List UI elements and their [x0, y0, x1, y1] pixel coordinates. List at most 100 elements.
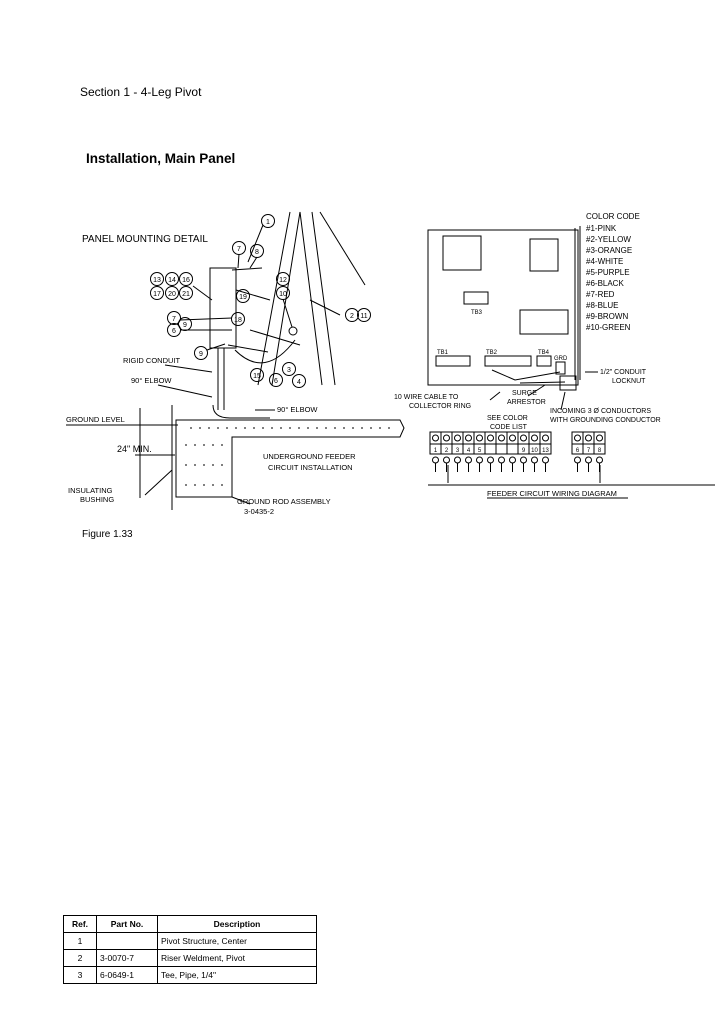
terminal-screw-cell [593, 431, 606, 445]
cable-label-b: COLLECTOR RING [409, 403, 471, 410]
svg-text:16: 16 [182, 277, 190, 284]
terminal-number: 5 [478, 448, 482, 454]
terminal-screw-cell [571, 431, 584, 445]
terminal-screw-cell [506, 431, 519, 445]
ground-rod-label: GROUND ROD ASSEMBLY [237, 497, 331, 506]
callout-10: 10 [276, 286, 290, 300]
callout-4: 4 [292, 374, 306, 388]
table-row: 2 3-0070-7 Riser Weldment, Pivot [63, 949, 317, 967]
svg-text:15: 15 [253, 373, 261, 380]
depth-label: 24" MIN. [117, 444, 152, 454]
cable-label-a: 10 WIRE CABLE TO [394, 394, 459, 401]
callout-20: 20 [165, 286, 179, 300]
leader-lines [135, 364, 275, 505]
terminal-screw-cell [462, 431, 475, 445]
terminal-screw [520, 434, 527, 442]
tb4-block [536, 355, 552, 367]
terminal-number: 10 [531, 448, 538, 454]
svg-text:12: 12 [279, 277, 287, 284]
tb4-label: TB4 [538, 350, 550, 356]
terminal-screw [509, 456, 516, 464]
part-no-header: Part No. [96, 915, 158, 933]
concrete-slab [175, 419, 405, 498]
ground-rod-part: 3-0435-2 [244, 507, 274, 516]
terminal-screw [465, 456, 472, 464]
terminal-screw [520, 456, 527, 464]
incoming-label-a: INCOMING 3 Ø CONDUCTORS [550, 408, 651, 415]
terminal-screw-cell [473, 431, 486, 445]
terminal-screw [476, 456, 483, 464]
tb1-block [435, 355, 471, 367]
terminal-screw-cell [582, 431, 595, 445]
svg-text:4: 4 [297, 379, 301, 386]
terminal-screw [574, 434, 581, 442]
callout-leaders [179, 224, 341, 351]
color-code-4: #4-WHITE [586, 257, 623, 266]
table-row: 3 6-0649-1 Tee, Pipe, 1/4" [63, 966, 317, 984]
ref-header: Ref. [63, 915, 97, 933]
terminal-screw-cell [429, 431, 442, 445]
terminal-number: 4 [467, 448, 471, 454]
tb3-label: TB3 [471, 310, 483, 316]
terminal-screw [443, 434, 450, 442]
elbow-label-b: 90° ELBOW [277, 405, 318, 414]
svg-text:17: 17 [153, 291, 161, 298]
color-code-10: #10-GREEN [586, 323, 631, 332]
terminal-number: 3 [456, 448, 460, 454]
panel-breakers [529, 238, 559, 272]
color-code-3: #3-ORANGE [586, 246, 632, 255]
svg-text:6: 6 [172, 328, 176, 335]
svg-text:10: 10 [279, 291, 287, 298]
description-cell: Riser Weldment, Pivot [157, 949, 317, 967]
part-no-cell [96, 932, 158, 950]
terminal-number: 7 [587, 448, 591, 454]
terminal-screw [487, 456, 494, 464]
svg-text:3: 3 [287, 367, 291, 374]
svg-text:7: 7 [237, 246, 241, 253]
svg-text:11: 11 [360, 313, 367, 320]
circuit-installation-label: CIRCUIT INSTALLATION [268, 463, 353, 472]
terminal-screw [531, 456, 538, 464]
description-cell: Tee, Pipe, 1/4" [157, 966, 317, 984]
terminal-screw [476, 434, 483, 442]
svg-text:13: 13 [153, 277, 161, 284]
underground-feeder-label: UNDERGROUND FEEDER [263, 452, 356, 461]
panel-component [442, 235, 482, 271]
callout-15: 15 [250, 368, 264, 382]
terminal-screw-cell [484, 431, 497, 445]
ref-cell: 2 [63, 949, 97, 967]
tb2-label: TB2 [486, 350, 498, 356]
cable-sag [234, 339, 296, 364]
terminal-screw [443, 456, 450, 464]
pivot-leg [299, 211, 336, 386]
terminal-screw-cell [517, 431, 530, 445]
svg-text:14: 14 [168, 277, 176, 284]
surge-label-a: SURGE [512, 390, 537, 397]
slab-hatch [185, 427, 390, 486]
callout-18: 18 [231, 312, 245, 326]
callout-2: 2 [345, 308, 359, 322]
callout-16: 16 [179, 272, 193, 286]
conduit-label-a: 1/2" CONDUIT [600, 369, 647, 376]
terminal-screw [432, 434, 439, 442]
grd-block [555, 361, 566, 375]
svg-text:20: 20 [168, 291, 176, 298]
insulating-label: INSULATING [68, 486, 113, 495]
incoming-label-b: WITH GROUNDING CONDUCTOR [550, 417, 661, 424]
color-code-title: COLOR CODE [586, 212, 640, 221]
grd-label: GRD [554, 356, 568, 362]
color-code-8: #8-BLUE [586, 301, 618, 310]
svg-text:19: 19 [239, 294, 247, 301]
wire-bundle [491, 226, 581, 384]
surge-label-b: ARRESTOR [507, 399, 546, 406]
terminal-screw [465, 434, 472, 442]
callout-3: 3 [282, 362, 296, 376]
conduit-elbow [212, 404, 270, 419]
surge-arrestor [559, 375, 577, 391]
svg-text:9: 9 [199, 351, 203, 358]
terminal-screw [498, 456, 505, 464]
callout-9b: 9 [194, 346, 208, 360]
terminal-screw [509, 434, 516, 442]
panel-mounting-title: PANEL MOUNTING DETAIL [82, 234, 208, 245]
parts-table: Ref. Part No. Description 1 Pivot Struct… [63, 915, 317, 984]
